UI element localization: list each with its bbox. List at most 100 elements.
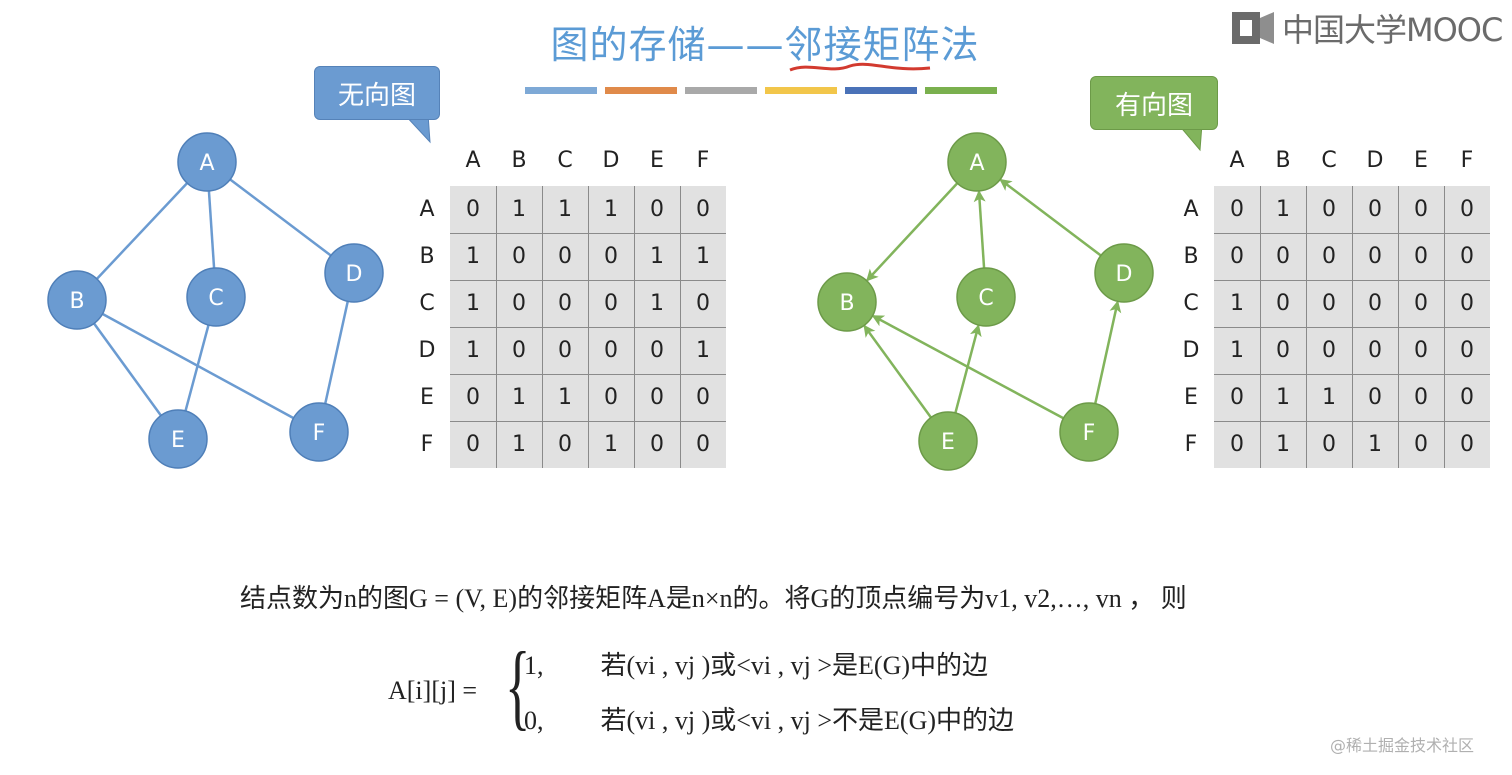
undirected-matrix-cell: 0 bbox=[696, 197, 710, 222]
mooc-logo-icon bbox=[1230, 8, 1274, 48]
undirected-node-E: E bbox=[148, 409, 208, 469]
undirected-matrix-cell: 1 bbox=[466, 244, 480, 269]
directed-node-label: D bbox=[1116, 262, 1133, 287]
directed-matrix-cell: 0 bbox=[1368, 197, 1382, 222]
directed-node-B: B bbox=[817, 272, 877, 332]
undirected-matrix-cell: 1 bbox=[512, 197, 526, 222]
page-title: 图的存储——邻接矩阵法 bbox=[550, 23, 980, 67]
definition-text: 结点数为n的图G = (V, E)的邻接矩阵A是n×n的。将G的顶点编号为v1,… bbox=[240, 584, 1187, 613]
directed-node-label: E bbox=[941, 430, 955, 455]
undirected-matrix-cell: 1 bbox=[558, 385, 572, 410]
undirected-matrix-col-header: C bbox=[557, 148, 573, 173]
directed-node-label: C bbox=[978, 286, 993, 311]
formula-lhs: A[i][j] = bbox=[388, 676, 478, 705]
directed-matrix-row-header: F bbox=[1184, 432, 1198, 457]
undirected-matrix-cell: 0 bbox=[558, 291, 572, 316]
mooc-logo: 中国大学MOOC bbox=[1230, 6, 1503, 50]
directed-matrix-cell: 0 bbox=[1414, 244, 1428, 269]
title-color-bar bbox=[765, 87, 837, 94]
mooc-logo-text: 中国大学MOOC bbox=[1282, 11, 1503, 49]
undirected-matrix-cell: 0 bbox=[558, 432, 572, 457]
undirected-node-label: B bbox=[69, 289, 84, 314]
undirected-matrix-row-header: C bbox=[419, 291, 435, 316]
undirected-matrix-cell: 0 bbox=[604, 244, 618, 269]
directed-matrix-cell: 0 bbox=[1276, 338, 1290, 363]
undirected-node-label: C bbox=[208, 286, 223, 311]
directed-edge-F-D bbox=[1094, 300, 1122, 404]
undirected-matrix-cell: 1 bbox=[466, 291, 480, 316]
undirected-matrix-col-header: B bbox=[511, 148, 527, 173]
undirected-matrix-cell: 0 bbox=[558, 338, 572, 363]
undirected-matrix-row-header: F bbox=[420, 432, 434, 457]
directed-matrix-col-header: A bbox=[1229, 148, 1245, 173]
undirected-edge-A-B bbox=[76, 161, 208, 301]
directed-edge-E-C bbox=[954, 324, 982, 414]
undirected-matrix-cell: 0 bbox=[512, 244, 526, 269]
directed-node-A: A bbox=[947, 132, 1007, 192]
directed-matrix-cell: 0 bbox=[1230, 432, 1244, 457]
undirected-matrix-cell: 1 bbox=[696, 338, 710, 363]
directed-matrix-cell: 0 bbox=[1276, 291, 1290, 316]
watermark: @稀土掘金技术社区 bbox=[1330, 736, 1475, 755]
directed-matrix-cell: 1 bbox=[1322, 385, 1336, 410]
directed-matrix-cell: 0 bbox=[1322, 291, 1336, 316]
formula-brace: { bbox=[505, 632, 531, 739]
undirected-matrix-cell: 1 bbox=[558, 197, 572, 222]
undirected-node-F: F bbox=[289, 402, 349, 462]
undirected-node-A: A bbox=[177, 132, 237, 192]
directed-edge-D-A bbox=[999, 178, 1102, 257]
undirected-matrix-cell: 0 bbox=[604, 385, 618, 410]
directed-matrix-cell: 0 bbox=[1276, 244, 1290, 269]
title-color-bar bbox=[845, 87, 917, 94]
undirected-matrix-col-header: D bbox=[602, 148, 620, 173]
title-color-bar bbox=[605, 87, 677, 94]
directed-matrix-grid-line bbox=[1214, 233, 1490, 234]
undirected-matrix-row-header: A bbox=[419, 197, 435, 222]
undirected-matrix-row-header: B bbox=[419, 244, 435, 269]
directed-matrix-row-header: C bbox=[1183, 291, 1199, 316]
formula-case-1: 1, 若(vi , vj )或<vi , vj >是E(G)中的边 bbox=[524, 645, 988, 682]
undirected-matrix-cell: 1 bbox=[696, 244, 710, 269]
undirected-node-label: D bbox=[346, 262, 363, 287]
directed-matrix-cell: 0 bbox=[1460, 338, 1474, 363]
directed-edge-F-B bbox=[871, 315, 1065, 420]
undirected-matrix-row-header: E bbox=[420, 385, 434, 410]
title-color-bar bbox=[685, 87, 757, 94]
undirected-node-label: A bbox=[199, 151, 214, 176]
undirected-matrix-cell: 0 bbox=[604, 291, 618, 316]
title-color-bar bbox=[925, 87, 997, 94]
directed-node-F: F bbox=[1059, 402, 1119, 462]
directed-matrix-cell: 1 bbox=[1276, 432, 1290, 457]
undirected-matrix-col-header: E bbox=[650, 148, 664, 173]
undirected-matrix-cell: 1 bbox=[604, 197, 618, 222]
undirected-matrix-grid-line bbox=[450, 374, 726, 375]
undirected-node-D: D bbox=[324, 243, 384, 303]
directed-node-label: A bbox=[969, 151, 984, 176]
directed-matrix-cell: 0 bbox=[1460, 244, 1474, 269]
directed-matrix-cell: 0 bbox=[1414, 338, 1428, 363]
undirected-matrix-cell: 0 bbox=[696, 385, 710, 410]
directed-matrix-col-header: F bbox=[1460, 148, 1474, 173]
directed-matrix-cell: 1 bbox=[1276, 197, 1290, 222]
undirected-matrix-cell: 0 bbox=[650, 385, 664, 410]
directed-matrix-cell: 0 bbox=[1460, 385, 1474, 410]
directed-matrix-col-header: B bbox=[1275, 148, 1291, 173]
formula-case-1-value: 1, bbox=[524, 651, 544, 680]
undirected-matrix-cell: 1 bbox=[650, 291, 664, 316]
directed-matrix-cell: 0 bbox=[1414, 385, 1428, 410]
undirected-matrix-cell: 1 bbox=[604, 432, 618, 457]
directed-callout-label: 有向图 bbox=[1090, 76, 1218, 130]
undirected-matrix-cell: 1 bbox=[650, 244, 664, 269]
directed-matrix-col-header: C bbox=[1321, 148, 1337, 173]
undirected-matrix-cell: 0 bbox=[650, 338, 664, 363]
undirected-matrix-cell: 0 bbox=[604, 338, 618, 363]
directed-matrix-cell: 0 bbox=[1460, 291, 1474, 316]
directed-matrix-grid-line bbox=[1214, 327, 1490, 328]
undirected-matrix-cell: 0 bbox=[512, 291, 526, 316]
formula-case-2-condition: 若(vi , vj )或<vi , vj >不是E(G)中的边 bbox=[600, 706, 1015, 735]
directed-matrix-grid-line bbox=[1214, 374, 1490, 375]
directed-node-C: C bbox=[956, 267, 1016, 327]
directed-matrix-cell: 0 bbox=[1414, 432, 1428, 457]
